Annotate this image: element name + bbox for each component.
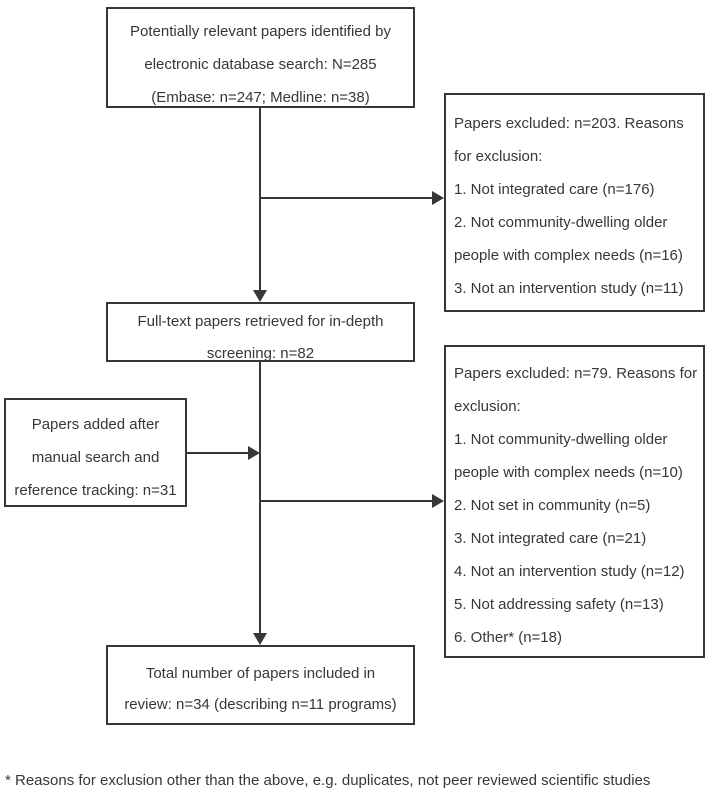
box-line: 6. Other* (n=18)	[454, 629, 562, 646]
box-line: 3. Not an intervention study (n=11)	[454, 280, 684, 297]
box-line: 4. Not an intervention study (n=12)	[454, 563, 685, 580]
connector-identified-to-fulltext-line	[259, 108, 261, 291]
box-manual-search: Papers added after manual search and ref…	[4, 398, 187, 507]
box-papers-identified: Potentially relevant papers identified b…	[106, 7, 415, 108]
box-line: review: n=34 (describing n=11 programs)	[124, 696, 397, 713]
connector-to-excluded-fulltext-line	[259, 500, 432, 502]
box-fulltext-retrieved: Full-text papers retrieved for in-depth …	[106, 302, 415, 362]
box-line: Potentially relevant papers identified b…	[130, 23, 391, 40]
box-line: Full-text papers retrieved for in-depth	[137, 313, 384, 330]
connector-fulltext-to-included-line	[259, 362, 261, 634]
connector-manual-to-main-line	[187, 452, 248, 454]
box-line: 5. Not addressing safety (n=13)	[454, 596, 664, 613]
box-line: electronic database search: N=285	[144, 56, 377, 73]
box-line: Papers added after	[31, 416, 160, 433]
box-line: reference tracking: n=31	[14, 482, 177, 499]
box-line: screening: n=82	[206, 345, 315, 362]
box-excluded-fulltext: Papers excluded: n=79. Reasons for exclu…	[444, 345, 705, 658]
arrow-down-icon	[253, 290, 267, 302]
box-line: 2. Not community-dwelling older	[454, 214, 668, 231]
box-line: people with complex needs (n=10)	[454, 464, 683, 481]
box-line: Papers excluded: n=79. Reasons for	[454, 365, 698, 382]
box-line: Total number of papers included in	[145, 665, 376, 682]
box-excluded-screening: Papers excluded: n=203. Reasons for excl…	[444, 93, 705, 312]
box-line: (Embase: n=247; Medline: n=38)	[151, 89, 370, 106]
arrow-right-icon	[248, 446, 260, 460]
arrow-right-icon	[432, 494, 444, 508]
box-line: manual search and	[31, 449, 160, 466]
box-papers-included: Total number of papers included in revie…	[106, 645, 415, 725]
box-line: 3. Not integrated care (n=21)	[454, 530, 647, 547]
box-line: Papers excluded: n=203. Reasons	[454, 115, 684, 132]
arrow-right-icon	[432, 191, 444, 205]
box-line: exclusion:	[454, 398, 521, 415]
box-line: 1. Not integrated care (n=176)	[454, 181, 655, 198]
connector-to-excluded-screening-line	[259, 197, 432, 199]
box-line: 2. Not set in community (n=5)	[454, 497, 651, 514]
footnote: * Reasons for exclusion other than the a…	[5, 772, 651, 789]
box-line: 1. Not community-dwelling older	[454, 431, 668, 448]
box-line: people with complex needs (n=16)	[454, 247, 683, 264]
box-line: for exclusion:	[454, 148, 543, 165]
arrow-down-icon	[253, 633, 267, 645]
